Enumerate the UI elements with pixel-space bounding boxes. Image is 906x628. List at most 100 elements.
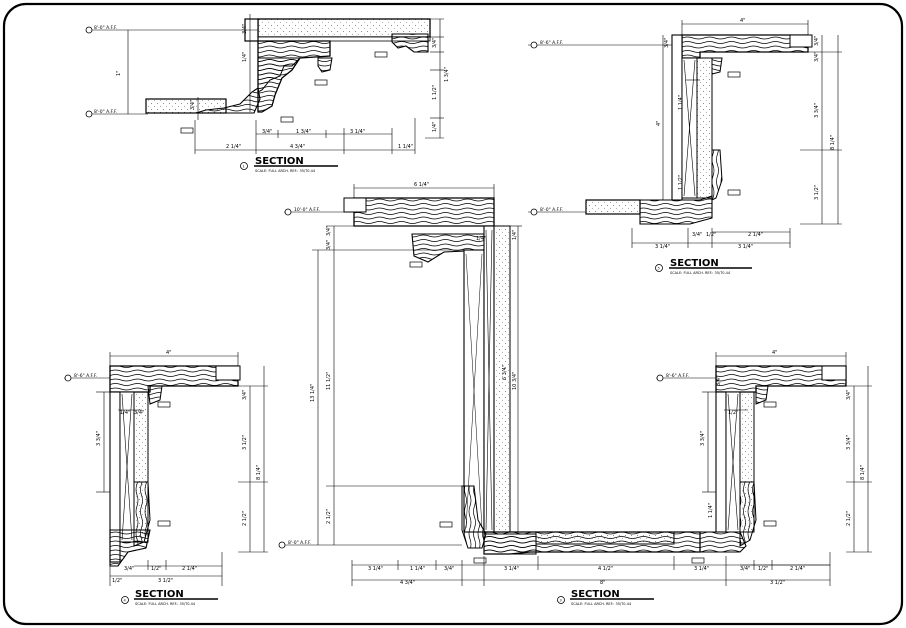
dimension-label: 3/4": [190, 100, 196, 110]
dimension-label: 2 1/4": [226, 144, 241, 150]
dimension-label: 1/4": [512, 230, 518, 240]
dimension-label: 3/4": [664, 38, 670, 48]
part-tag: [473, 557, 487, 564]
dimension-label: 8 1/4": [256, 465, 262, 480]
dimension-label: 3/4": [326, 226, 332, 236]
section-center: 10'-0" A.F.F. 8'-0" A.F.F. 6 1/4" 3/4" 3…: [278, 182, 830, 606]
section-title: SECTION: [670, 258, 719, 269]
dimension-label: 3 1/4": [738, 244, 753, 250]
dimension-label: 1 3/4": [296, 129, 311, 135]
dimension-label: 1/2": [706, 232, 716, 238]
svg-text:1: 1: [243, 165, 245, 169]
dimension-label: 3 1/2": [770, 580, 785, 586]
part-tag: [763, 401, 777, 408]
dimension-label: 1 1/2": [432, 85, 438, 100]
dimension-label: 1 1/4": [398, 144, 413, 150]
part-tag: [180, 127, 194, 134]
level-label: 8'-0" A.F.F.: [288, 540, 311, 546]
dimension-label: 3 1/2": [158, 578, 173, 584]
part-tag: [280, 116, 294, 123]
section-number-bubble: [557, 596, 565, 604]
dimension-label: 3/4": [740, 566, 750, 572]
dimension-label: 4": [772, 350, 777, 356]
level-label: 8'-6" A.F.F.: [74, 373, 97, 379]
dimension-label: 3/4": [432, 38, 438, 48]
part-tag: [727, 189, 741, 196]
dimension-label: 11 1/2": [326, 372, 332, 390]
dimension-label: 3 3/4": [700, 431, 706, 446]
dimension-label: 1/4": [432, 122, 438, 132]
part-tag: [157, 520, 171, 527]
dimension-label: 1/2": [728, 410, 738, 416]
section-number-bubble: [240, 162, 248, 170]
dimension-label: 10 3/4": [512, 372, 518, 390]
dimension-label: 4 3/4": [400, 580, 415, 586]
dimension-label: 3 3/4": [96, 431, 102, 446]
section-top-left: 8'-0" A.F.F. 8'-0" A.F.F. 2 1/4" 4 3/4" …: [85, 14, 450, 173]
svg-text:3: 3: [560, 599, 562, 603]
level-label: 8'-0" A.F.F.: [94, 25, 117, 31]
dimension-label: 4 3/4": [290, 144, 305, 150]
dimension-label: 3/4": [242, 24, 248, 34]
level-label: 8'-6" A.F.F.: [540, 40, 563, 46]
dimension-label: 6 1/4": [414, 182, 429, 188]
dimension-label: 3/4": [134, 410, 144, 416]
dimension-label: 1/4": [120, 410, 130, 416]
part-tag: [691, 557, 705, 564]
dimension-label: 3 3/4": [814, 103, 820, 118]
dimension-label: 1/2": [112, 578, 122, 584]
dimension-label: 2 1/2": [846, 511, 852, 526]
svg-text:5: 5: [658, 267, 660, 271]
dimension-label: 3/4": [444, 566, 454, 572]
dimension-label: 1/2": [151, 566, 161, 572]
section-bottom-right: 8'-6" A.F.F. 4" 3/4" 3 3/4" 3 3/4" 8 1/4…: [656, 350, 872, 586]
dimension-label: 8 1/4": [860, 465, 866, 480]
dimension-label: 3/4": [242, 390, 248, 400]
dimension-label: 1 1/4": [708, 503, 714, 518]
level-label: 8'-6" A.F.F.: [666, 373, 689, 379]
dimension-label: 4": [166, 350, 171, 356]
dimension-label: 3/4": [814, 36, 820, 46]
dimension-label: 3/4": [814, 52, 820, 62]
dimension-label: 1/2": [758, 566, 768, 572]
dimension-label: 8 1/4": [830, 135, 836, 150]
svg-text:4: 4: [124, 599, 127, 603]
part-tag: [314, 79, 328, 86]
level-label: 8'-0" A.F.F.: [94, 109, 117, 115]
dimension-label: 1 3/4": [444, 67, 450, 82]
dimension-label: 2 1/2": [326, 509, 332, 524]
dimension-label: 3/4": [262, 129, 272, 135]
section-subtitle: SCALE: FULL ARCH. REF.: 35/T0.44: [670, 271, 731, 275]
dimension-label: 3/4": [846, 390, 852, 400]
part-tag: [763, 520, 777, 527]
dimension-label: 1": [116, 71, 122, 76]
dimension-label: 6 3/4": [502, 365, 508, 380]
dimension-label: 3 1/4": [504, 566, 519, 572]
part-tag: [439, 521, 453, 528]
dimension-label: 2 1/2": [242, 511, 248, 526]
dimension-label: 2 1/4": [182, 566, 197, 572]
dimension-label: 3/4": [326, 240, 332, 250]
dimension-label: 4": [740, 18, 745, 24]
wood-head: [353, 197, 495, 227]
dimension-label: 4": [656, 121, 662, 126]
dimension-label: 1 1/2": [678, 175, 684, 190]
level-label: 8'-0" A.F.F.: [540, 207, 563, 213]
dimension-label: 3/4": [716, 376, 722, 386]
part-tag: [374, 51, 388, 58]
section-number-bubble: [655, 264, 663, 272]
section-subtitle: SCALE: FULL ARCH. REF.: 35/T0.44: [255, 169, 316, 173]
section-subtitle: SCALE: FULL ARCH. REF.: 35/T0.44: [571, 602, 632, 606]
dimension-label: 3 1/4": [655, 244, 670, 250]
dimension-label: 3 1/2": [242, 435, 248, 450]
section-title: SECTION: [255, 156, 304, 167]
section-title: SECTION: [571, 589, 620, 600]
dimension-label: 1/4": [476, 236, 486, 242]
part-tag: [409, 261, 423, 268]
dimension-label: 3/4": [124, 566, 134, 572]
dimension-label: 4 1/2": [598, 566, 613, 572]
dimension-label: 3/4": [692, 232, 702, 238]
dimension-label: 3 1/4": [350, 129, 365, 135]
level-label: 10'-0" A.F.F.: [294, 207, 320, 213]
